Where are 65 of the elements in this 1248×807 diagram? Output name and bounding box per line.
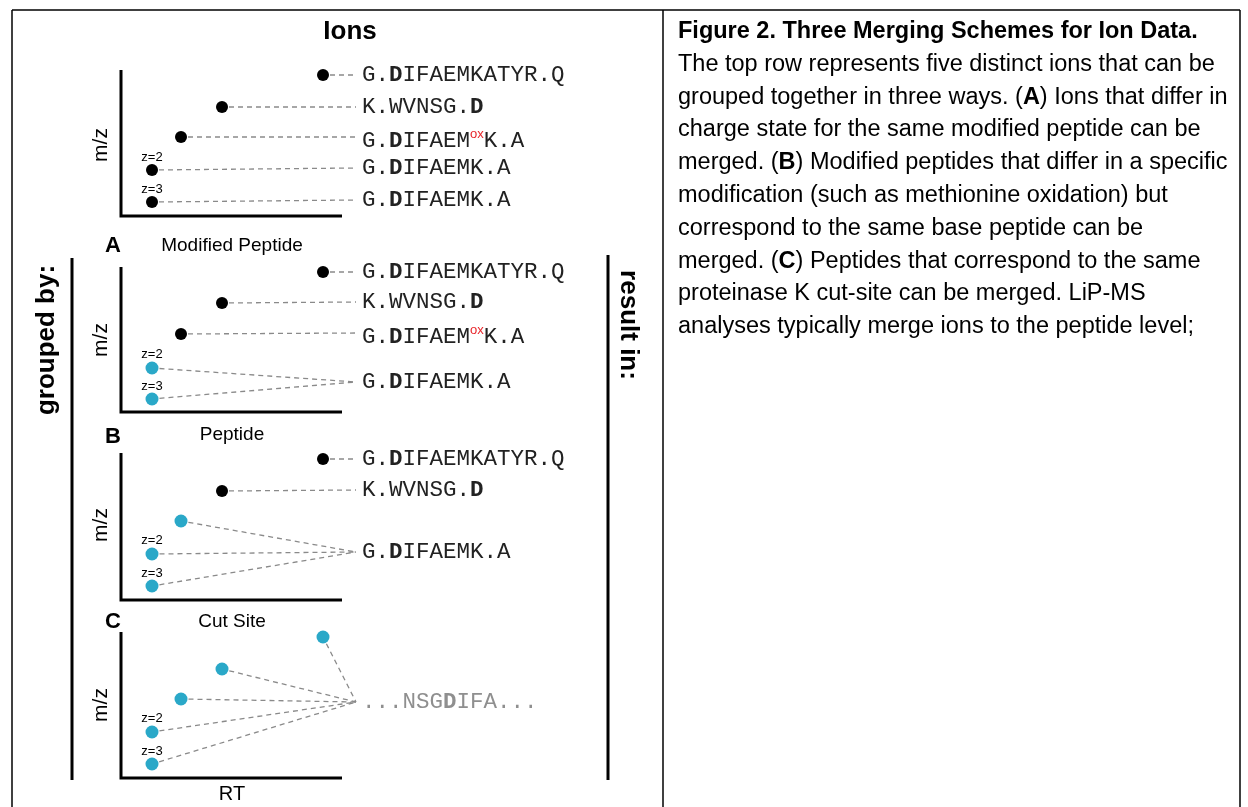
plot-title: Ions: [323, 14, 377, 46]
axis-label: m/z: [88, 508, 112, 542]
data-point: [317, 453, 329, 465]
peptide-sequence: G.DIFAEMK.A: [356, 369, 511, 395]
panel-title: Peptide: [199, 423, 265, 445]
data-point: [174, 514, 188, 528]
charge-label: z=3: [141, 565, 163, 581]
panel-letter: B: [105, 423, 121, 449]
data-point: [216, 101, 228, 113]
data-point: [145, 725, 159, 739]
data-point: [145, 547, 159, 561]
peptide-sequence: K.WVNSG.D: [356, 289, 484, 315]
peptide-sequence: K.WVNSG.D: [356, 477, 484, 503]
data-point: [145, 579, 159, 593]
peptide-sequence: ...NSGDIFA...: [356, 689, 538, 715]
data-point: [174, 692, 188, 706]
data-point: [216, 297, 228, 309]
charge-label: z=2: [141, 149, 163, 165]
panel-title: Cut Site: [198, 610, 266, 632]
peptide-sequence: G.DIFAEMKATYR.Q: [356, 259, 565, 285]
charge-label: z=2: [141, 346, 163, 362]
peptide-sequence: G.DIFAEMK.A: [356, 187, 511, 213]
peptide-sequence: G.DIFAEMKATYR.Q: [356, 62, 565, 88]
panel-letter: A: [105, 232, 121, 258]
axis-label: RT: [218, 782, 246, 804]
panel-title: Modified Peptide: [161, 234, 303, 256]
peptide-sequence: G.DIFAEMK.A: [356, 155, 511, 181]
dashed-connector: [158, 701, 357, 732]
panel-letter: C: [105, 608, 121, 634]
peptide-sequence: G.DIFAEM$^{ox}$K.A: [356, 316, 525, 350]
data-point: [216, 485, 228, 497]
dashed-connector: [228, 301, 357, 304]
data-point: [317, 266, 329, 278]
charge-label: z=2: [141, 532, 163, 548]
data-point: [145, 361, 159, 375]
data-point: [145, 392, 159, 406]
side-label: grouped by:: [30, 264, 60, 416]
figure-caption: Figure 2. Three Merging Schemes for Ion Data. The top row represents five distinct ions that can be grouped together in three ways. (A) Ions that differ in charge state for the same modified peptide can be merged. (B) Modified peptides that differ in a specific modification (such as methionine oxidation) but correspond to the same base peptide can be merged. (C) Peptides that correspond to the same proteinase K cut-site can be merged. LiP-MS analyses typically merge ions to the peptide level;: [678, 16, 1229, 341]
dashed-connector: [187, 698, 357, 703]
dashed-connector: [228, 106, 357, 108]
data-point: [175, 328, 187, 340]
charge-label: z=2: [141, 710, 163, 726]
dashed-connector: [325, 643, 357, 703]
data-point: [316, 630, 330, 644]
data-point: [317, 69, 329, 81]
charge-label: z=3: [141, 181, 163, 197]
axis-label: m/z: [88, 323, 112, 357]
axis-label: m/z: [88, 128, 112, 162]
side-label: result in:: [615, 270, 645, 380]
data-point: [146, 196, 158, 208]
data-point: [146, 164, 158, 176]
axis-label: m/z: [88, 688, 112, 722]
data-point: [215, 662, 229, 676]
data-point: [145, 757, 159, 771]
peptide-sequence: G.DIFAEMKATYR.Q: [356, 446, 565, 472]
dashed-connector: [228, 489, 357, 492]
charge-label: z=3: [141, 743, 163, 759]
data-point: [175, 131, 187, 143]
peptide-sequence: G.DIFAEMK.A: [356, 539, 511, 565]
peptide-sequence: G.DIFAEM$^{ox}$K.A: [356, 120, 525, 154]
dashed-connector: [187, 332, 357, 335]
dashed-connector: [187, 136, 357, 138]
dashed-connector: [158, 551, 357, 586]
charge-label: z=3: [141, 378, 163, 394]
peptide-sequence: K.WVNSG.D: [356, 94, 484, 120]
